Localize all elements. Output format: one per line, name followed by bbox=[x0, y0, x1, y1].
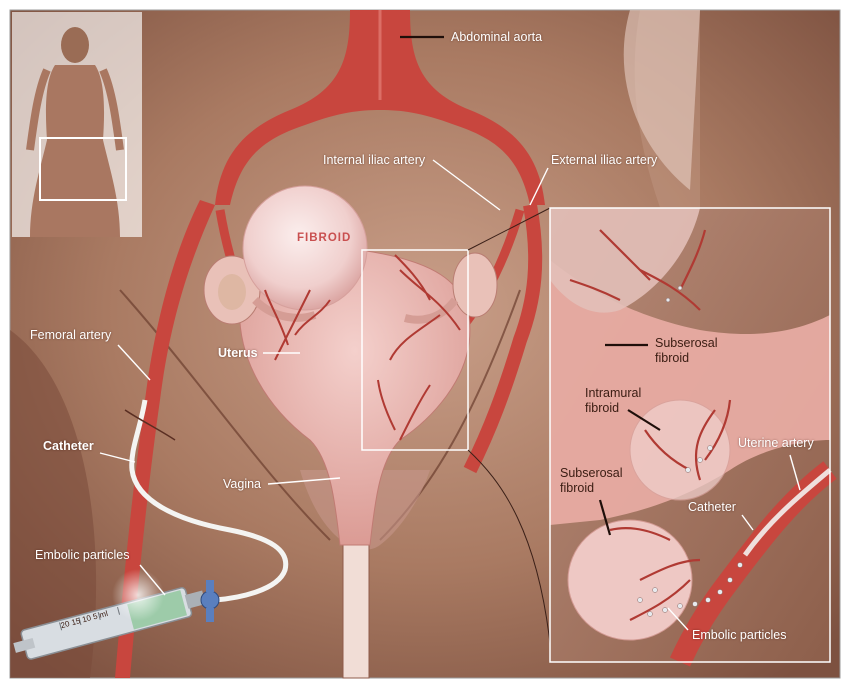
label-vagina: Vagina bbox=[223, 477, 261, 491]
label-catheter: Catheter bbox=[43, 439, 94, 453]
inset-label-uterine-artery: Uterine artery bbox=[738, 436, 814, 450]
label-femoral-artery: Femoral artery bbox=[30, 328, 112, 342]
catheter-line bbox=[129, 399, 289, 603]
left-thigh-shadow bbox=[10, 330, 97, 678]
vaginal-canal bbox=[342, 544, 370, 679]
label-fibroid: FIBROID bbox=[297, 232, 352, 244]
inset-panel bbox=[549, 207, 837, 667]
label-abdominal-aorta: Abdominal aorta bbox=[451, 30, 543, 44]
label-embolic-particles: Embolic particles bbox=[35, 548, 130, 562]
abdominal-aorta bbox=[215, 10, 545, 205]
stopcock-valve bbox=[200, 580, 220, 622]
right-ovary bbox=[452, 252, 498, 318]
fibroid bbox=[242, 185, 368, 311]
groin-line-left bbox=[119, 289, 331, 541]
body-locator-figure bbox=[12, 12, 142, 237]
inset-label-catheter: Catheter bbox=[688, 500, 736, 514]
label-external-iliac-artery: External iliac artery bbox=[551, 153, 658, 167]
inset-label-embolic-particles: Embolic particles bbox=[692, 628, 787, 642]
label-uterus: Uterus bbox=[218, 346, 258, 360]
label-internal-iliac-artery: Internal iliac artery bbox=[323, 153, 426, 167]
left-iliac-artery bbox=[115, 200, 215, 678]
zoom-region-box bbox=[361, 249, 469, 451]
right-iliac-artery bbox=[463, 203, 543, 474]
